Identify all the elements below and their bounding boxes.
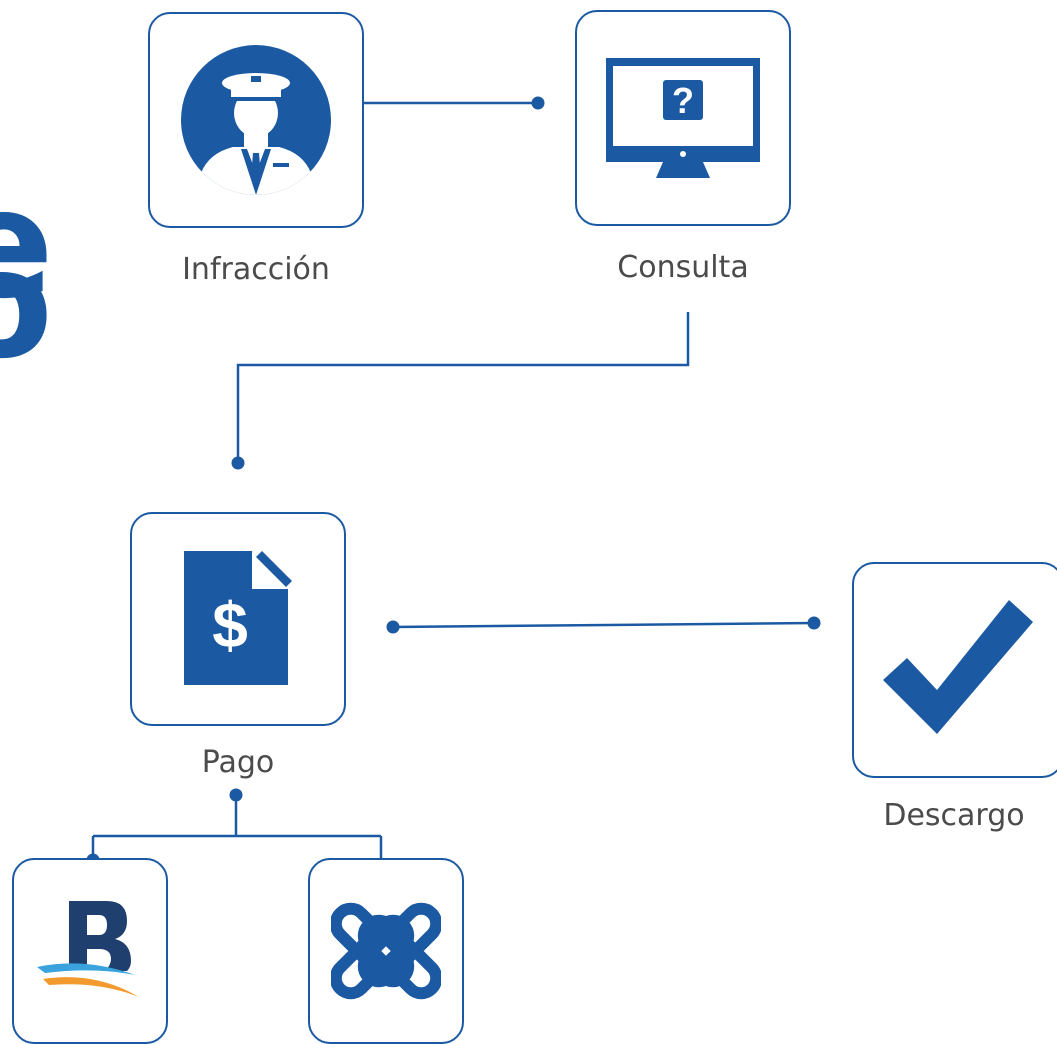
label-descargo: Descargo	[883, 798, 1025, 833]
node-pago[interactable]: $	[130, 512, 346, 726]
police-officer-icon	[181, 45, 331, 195]
dollar-glyph: $	[212, 589, 248, 661]
label-consulta: Consulta	[617, 250, 749, 285]
question-glyph: ?	[672, 80, 694, 121]
node-bank-one[interactable]	[12, 858, 168, 1044]
bank-b-logo-icon	[35, 901, 145, 1001]
label-pago: Pago	[201, 745, 275, 780]
connector-dot-pago-right	[386, 620, 400, 634]
interlocking-links-logo-icon	[331, 896, 441, 1006]
connector-pago-banks	[91, 795, 383, 870]
node-infraccion[interactable]	[148, 12, 364, 228]
title-fragment-line2: o	[0, 218, 54, 392]
connector-dot-pago-bottom	[229, 788, 243, 802]
node-consulta[interactable]: ?	[575, 10, 791, 226]
checkmark-icon	[883, 600, 1033, 740]
connector-pago-descargo	[392, 621, 815, 629]
label-infraccion: Infracción	[182, 252, 330, 287]
node-bank-two[interactable]	[308, 858, 464, 1044]
connector-consulta-pago	[236, 312, 690, 462]
connector-dot-consulta	[531, 96, 545, 110]
title-fragment-line1: e	[0, 158, 54, 332]
monitor-question-icon: ?	[606, 58, 760, 178]
connector-dot-pago-top	[231, 456, 245, 470]
connector-dot-descargo	[807, 616, 821, 630]
dollar-document-icon: $	[180, 551, 296, 687]
node-descargo[interactable]	[852, 562, 1057, 778]
